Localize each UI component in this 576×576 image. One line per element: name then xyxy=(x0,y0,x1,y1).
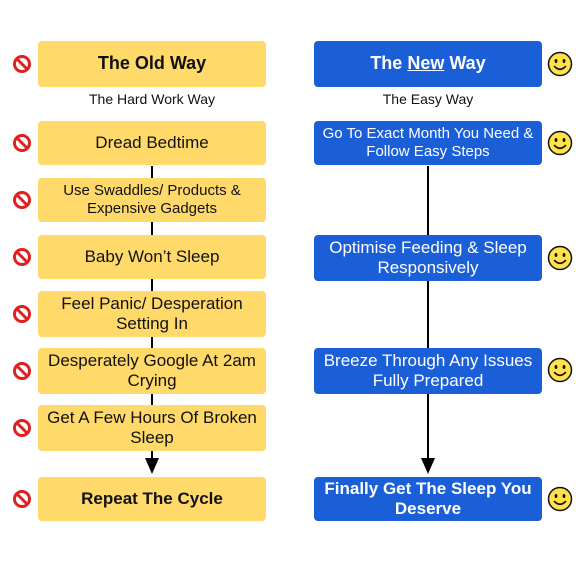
prohibited-icon xyxy=(13,248,31,266)
old-step-2-label: Use Swaddles/ Products & Expensive Gadge… xyxy=(63,182,241,217)
old-step-2: Use Swaddles/ Products & Expensive Gadge… xyxy=(38,178,266,222)
smiley-face-icon xyxy=(547,357,573,383)
old-step-3: Baby Won’t Sleep xyxy=(38,235,266,279)
old-way-subtitle: The Hard Work Way xyxy=(88,91,216,107)
new-step-4: Finally Get The Sleep You Deserve xyxy=(314,477,542,521)
new-step-2: Optimise Feeding & Sleep Responsively xyxy=(314,235,542,281)
new-arrowhead xyxy=(421,458,435,474)
new-way-title-prefix: The xyxy=(370,53,408,74)
old-way-title-box: The Old Way xyxy=(38,41,266,87)
prohibited-icon xyxy=(13,419,31,437)
prohibited-icon xyxy=(13,134,31,152)
old-step-4: Feel Panic/ Desperation Setting In xyxy=(38,291,266,337)
prohibited-icon xyxy=(13,362,31,380)
new-step-3: Breeze Through Any Issues Fully Prepared xyxy=(314,348,542,394)
old-step-7-label: Repeat The Cycle xyxy=(81,488,223,508)
old-step-1: Dread Bedtime xyxy=(38,121,266,165)
smiley-face-icon xyxy=(547,245,573,271)
new-way-title-box: The New Way xyxy=(314,41,542,87)
old-way-title: The Old Way xyxy=(97,53,207,74)
old-step-1-label: Dread Bedtime xyxy=(95,132,209,152)
prohibited-icon xyxy=(13,490,31,508)
new-step-1: Go To Exact Month You Need & Follow Easy… xyxy=(314,121,542,165)
old-step-5: Desperately Google At 2am Crying xyxy=(38,348,266,394)
smiley-face-icon xyxy=(547,51,573,77)
new-way-title-emphasis: New xyxy=(407,53,445,74)
old-step-6-label: Get A Few Hours Of Broken Sleep xyxy=(47,407,257,447)
new-way-subtitle: The Easy Way xyxy=(382,91,474,107)
smiley-face-icon xyxy=(547,130,573,156)
prohibited-icon xyxy=(13,55,31,73)
prohibited-icon xyxy=(13,305,31,323)
old-step-6: Get A Few Hours Of Broken Sleep xyxy=(38,405,266,451)
new-way-title-suffix: Way xyxy=(444,53,486,74)
new-step-1-label: Go To Exact Month You Need & Follow Easy… xyxy=(322,125,534,160)
old-step-4-label: Feel Panic/ Desperation Setting In xyxy=(61,293,243,333)
new-step-2-label: Optimise Feeding & Sleep Responsively xyxy=(329,237,527,277)
smiley-face-icon xyxy=(547,486,573,512)
old-step-5-label: Desperately Google At 2am Crying xyxy=(48,350,256,390)
prohibited-icon xyxy=(13,191,31,209)
old-step-7: Repeat The Cycle xyxy=(38,477,266,521)
old-arrowhead xyxy=(145,458,159,474)
new-step-3-label: Breeze Through Any Issues Fully Prepared xyxy=(323,350,533,390)
new-step-4-label: Finally Get The Sleep You Deserve xyxy=(324,478,532,518)
old-step-3-label: Baby Won’t Sleep xyxy=(84,246,220,266)
